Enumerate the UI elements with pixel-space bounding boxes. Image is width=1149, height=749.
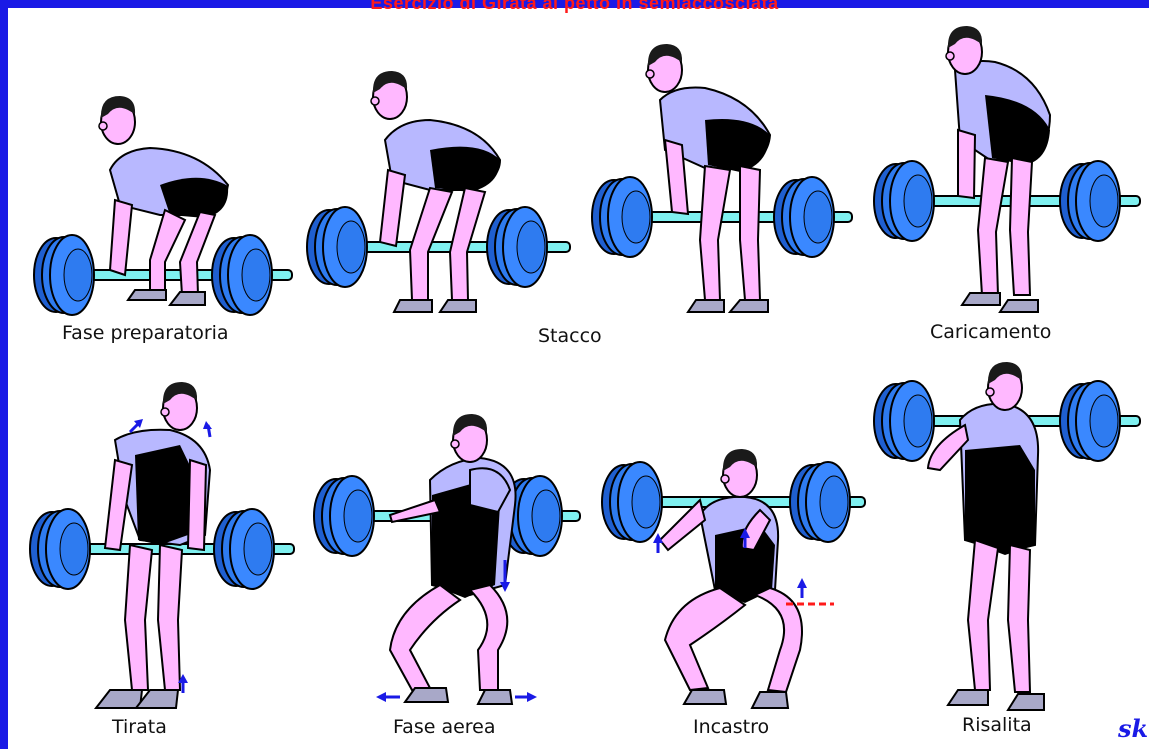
caption-stacco: Stacco [538,325,602,347]
caption-caricamento: Caricamento [930,321,1051,343]
caption-fase-aerea: Fase aerea [393,716,496,738]
author-signature: sk [1118,714,1148,743]
caption-risalita: Risalita [962,714,1032,736]
phase-figure-caricamento [592,44,852,312]
caption-fase-preparatoria: Fase preparatoria [62,322,229,344]
phase-figure-tirata [30,382,294,708]
phase-figure-caricamento-upright [874,26,1140,312]
caption-incastro: Incastro [693,716,769,738]
phase-figure-risalita [874,362,1140,710]
phase-figure-fase-aerea [314,414,580,704]
caption-tirata: Tirata [112,716,167,738]
phase-figure-fase-preparatoria [34,96,292,315]
phase-figure-stacco [307,71,570,312]
phase-figure-incastro [602,449,865,708]
